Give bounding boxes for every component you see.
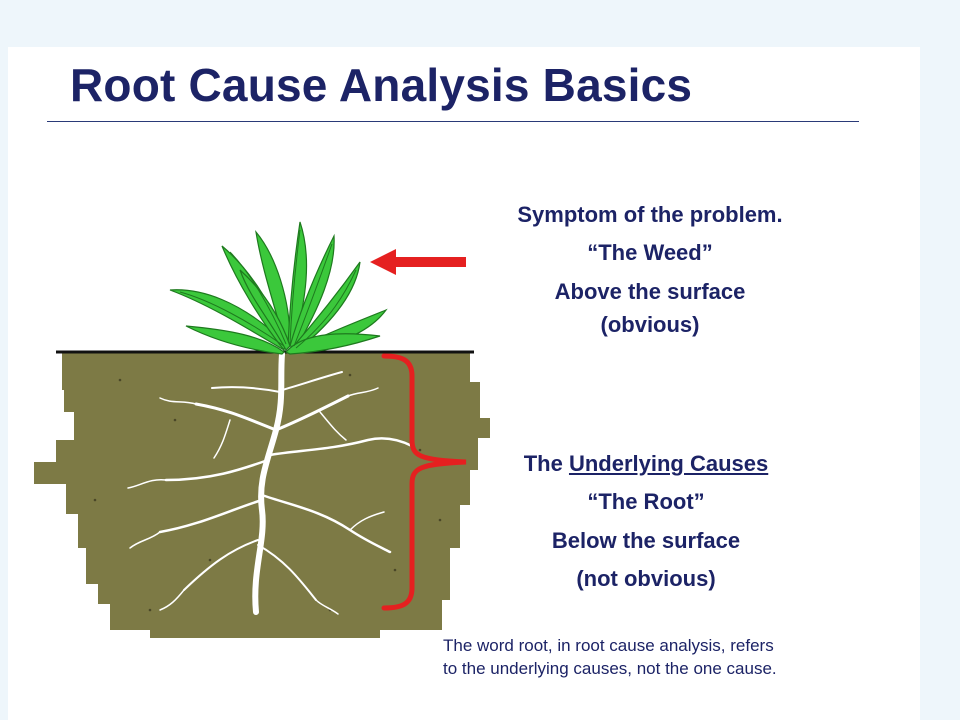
causes-visibility: (not obvious) [466, 566, 826, 592]
causes-name: “The Root” [466, 489, 826, 515]
causes-heading: The Underlying Causes [466, 451, 826, 477]
footnote: The word root, in root cause analysis, r… [443, 634, 903, 680]
causes-location: Below the surface [466, 528, 826, 554]
weed-leaves [170, 222, 386, 354]
symptom-location: Above the surface [470, 279, 830, 305]
footnote-line-1: The word root, in root cause analysis, r… [443, 634, 903, 657]
footnote-line-2: to the underlying causes, not the one ca… [443, 657, 903, 680]
symptom-name: “The Weed” [470, 240, 830, 266]
causes-underlined: Underlying Causes [569, 451, 768, 476]
symptom-heading: Symptom of the problem. [470, 202, 830, 228]
symptom-arrow-icon [370, 249, 466, 275]
symptom-visibility: (obvious) [470, 312, 830, 338]
causes-prefix: The [524, 451, 569, 476]
